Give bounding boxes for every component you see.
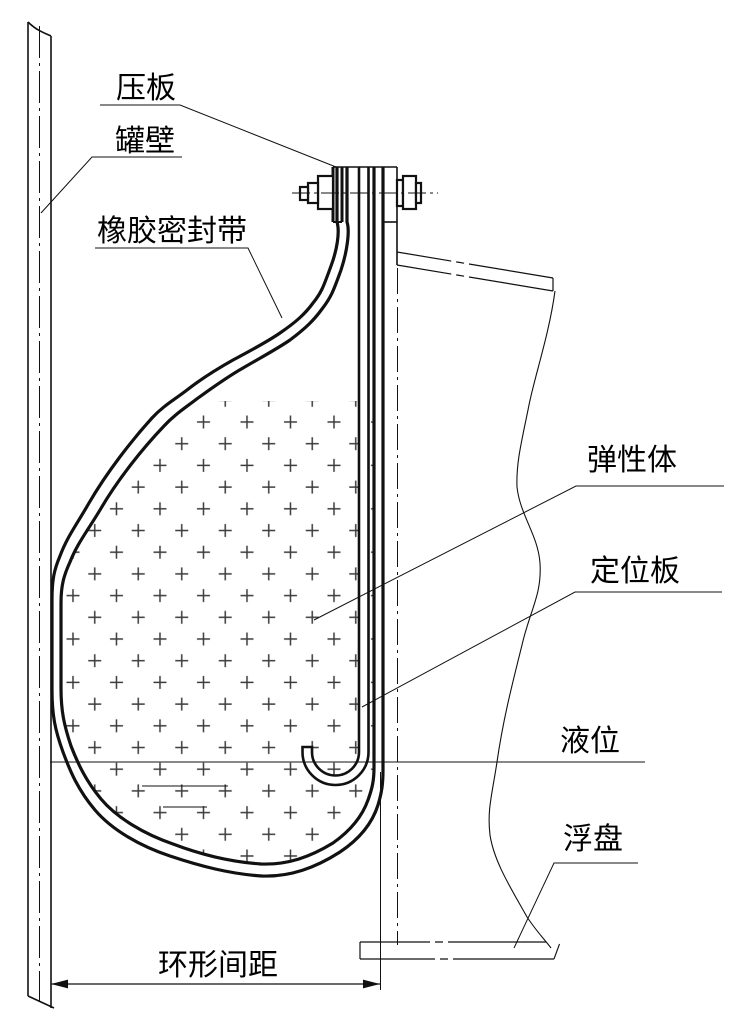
- leader-floating-deck: [513, 862, 638, 949]
- bolt: [292, 174, 438, 211]
- flange-break-cut: [553, 943, 561, 960]
- tank-wall: [27, 21, 55, 1009]
- rubber-seal-band: [50, 167, 385, 878]
- label-elastomer: 弹性体: [587, 444, 677, 477]
- dimension-arrow-left: [51, 979, 68, 989]
- callout-leaders: [40, 104, 724, 949]
- positioning-plate: [301, 167, 370, 787]
- liquid-level: [50, 761, 645, 808]
- labels: 压板 罐壁 橡胶密封带 弹性体 定位板 液位 浮盘 环形间距: [97, 72, 680, 982]
- leader-tank-wall: [40, 156, 182, 214]
- label-tank-wall: 罐壁: [115, 125, 175, 158]
- floating-roof: [359, 251, 561, 990]
- seal-band-outer-line: [50, 167, 385, 878]
- label-pressure-plate: 压板: [116, 72, 176, 105]
- label-rubber-seal-band: 橡胶密封带: [97, 215, 247, 248]
- bracket-top-line: [396, 251, 554, 279]
- leader-rubber-seal-band: [95, 247, 283, 319]
- positioning-plate-shape: [301, 167, 370, 787]
- seal-band-inner-line: [59, 167, 376, 866]
- label-positioning-plate: 定位板: [590, 555, 680, 588]
- tank-wall-bottom-cut: [27, 995, 55, 1009]
- dimension-annular-gap: [51, 979, 380, 989]
- label-liquid-level: 液位: [560, 725, 620, 758]
- label-annular-gap: 环形间距: [158, 949, 278, 982]
- label-floating-deck: 浮盘: [563, 823, 623, 856]
- leader-elastomer: [313, 485, 724, 621]
- bracket-bottom-line: [396, 264, 554, 292]
- roof-break-wavy-line: [488, 290, 556, 949]
- leader-positioning-plate: [361, 591, 722, 708]
- leader-pressure-plate: [100, 104, 337, 168]
- dimension-arrow-right: [363, 979, 380, 989]
